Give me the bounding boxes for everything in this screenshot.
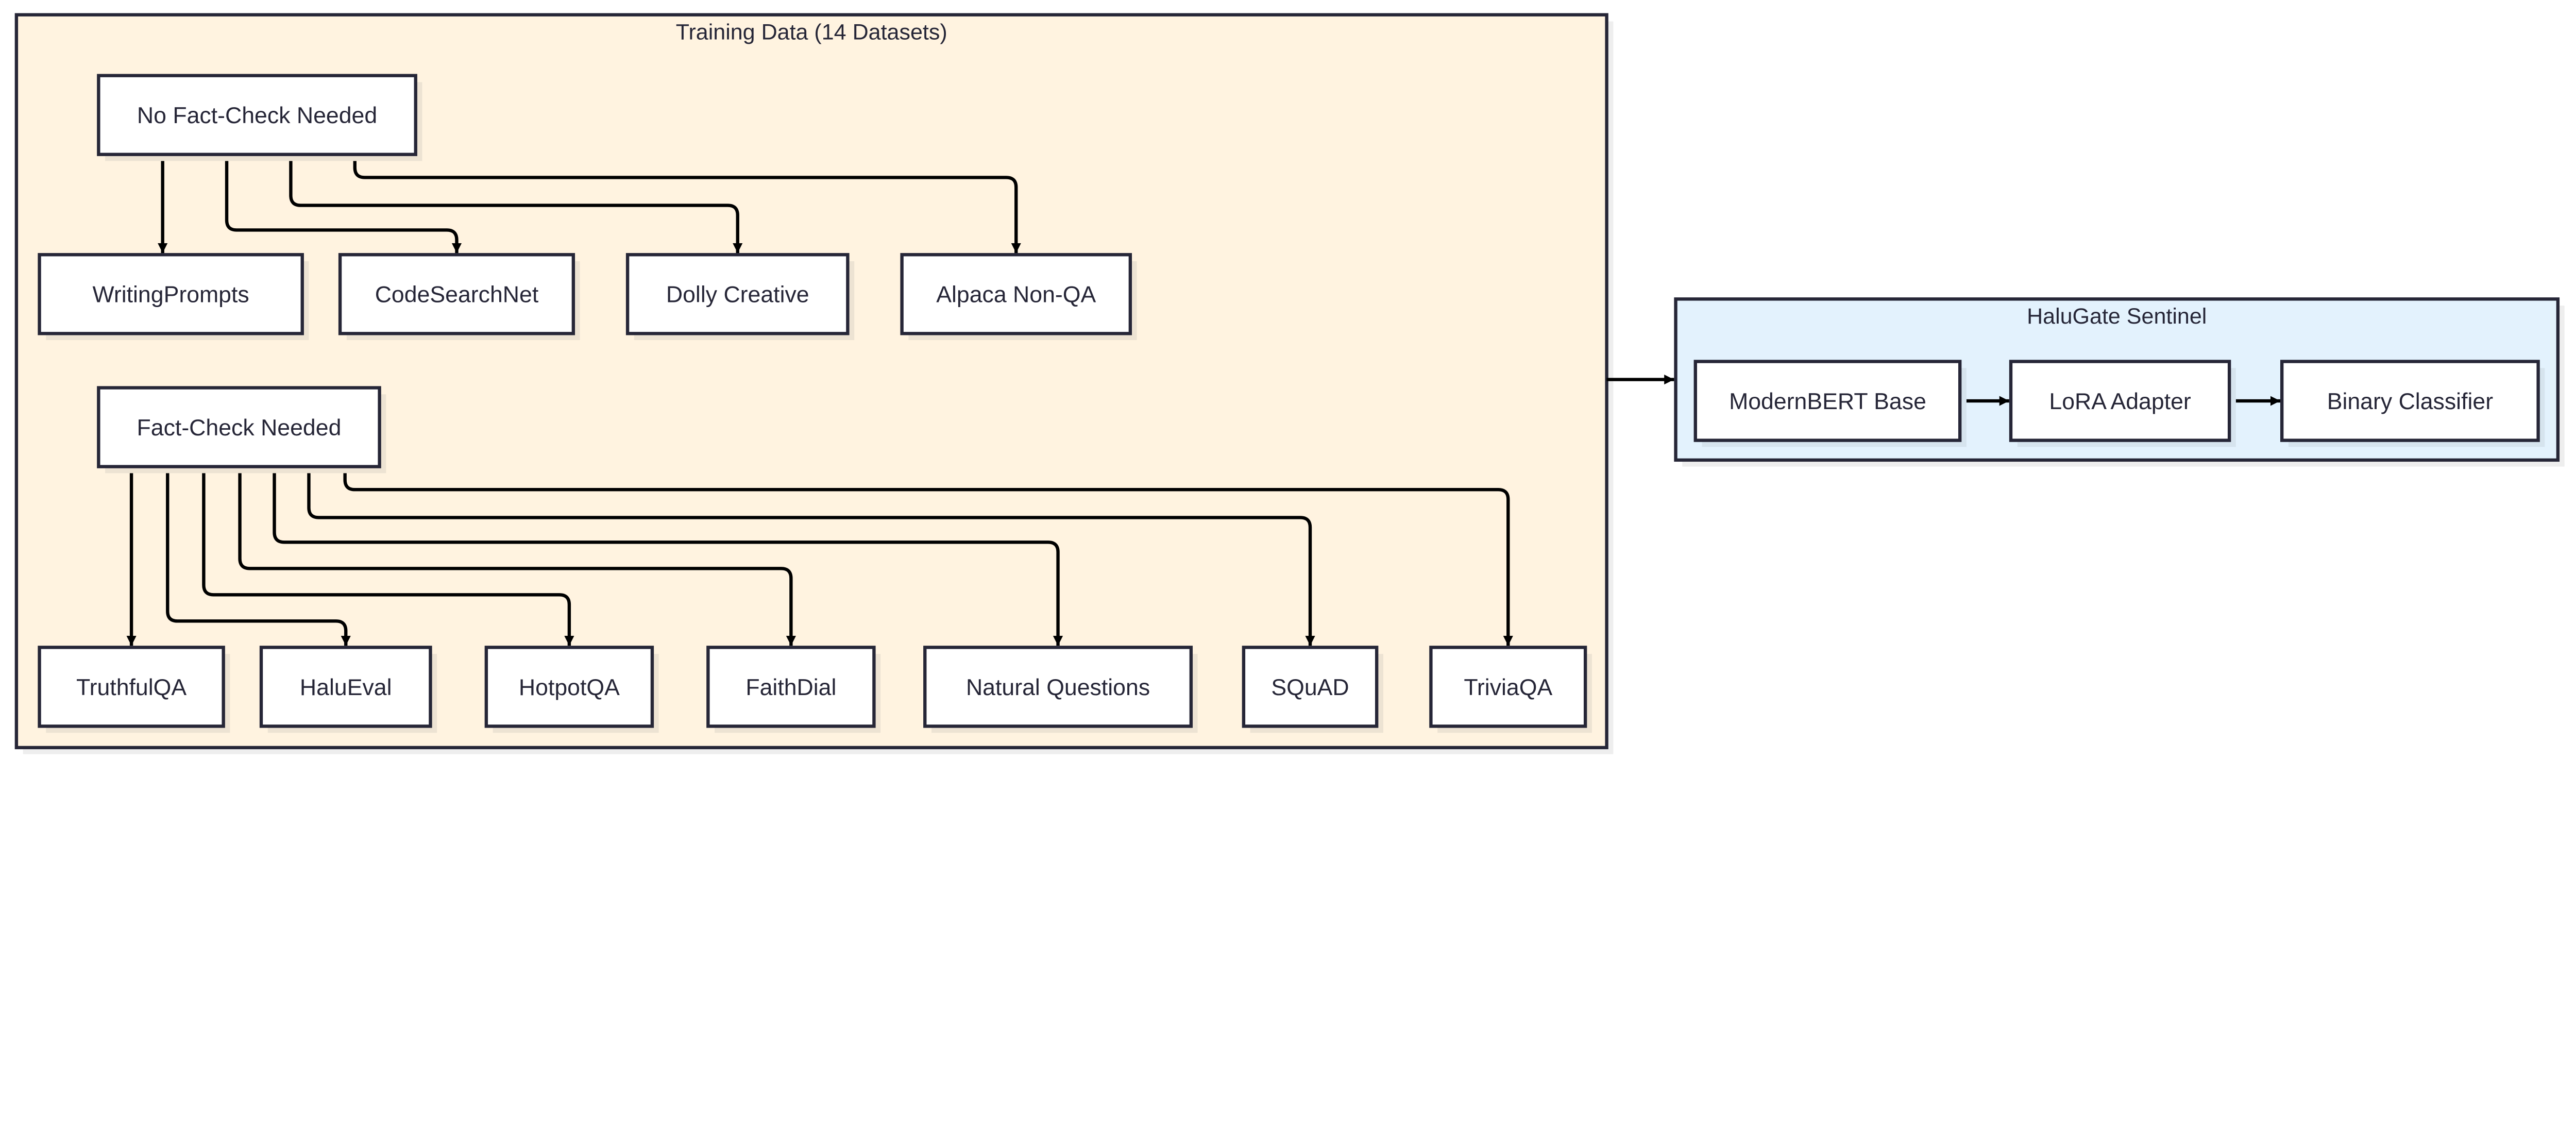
edge-nofc-to-csn (225, 154, 462, 254)
dataset-node-halu[interactable]: HaluEval (259, 646, 437, 733)
edge-fc-to-nq (273, 466, 1063, 646)
dataset-node-hotpot-label: HotpotQA (519, 675, 620, 700)
dataset-node-dolly-label: Dolly Creative (666, 282, 809, 308)
dataset-node-csn-label: CodeSearchNet (375, 282, 539, 308)
dataset-node-dolly[interactable]: Dolly Creative (625, 253, 855, 341)
edges-layer (126, 154, 2280, 646)
dataset-node-faith-box (706, 646, 876, 728)
edge-fc-to-faith (238, 466, 796, 646)
stage-node-bin[interactable]: Binary Classifier (2280, 360, 2545, 447)
edge-fc-to-halu (166, 466, 351, 646)
group-node-fc-box (97, 386, 381, 468)
stage-node-lora-label: LoRA Adapter (2049, 389, 2191, 414)
dataset-node-faith[interactable]: FaithDial (706, 646, 881, 733)
group-node-nofc-box (97, 74, 417, 156)
edge-fc-to-hotpot (202, 466, 574, 646)
group-node-nofc-label: No Fact-Check Needed (137, 103, 377, 128)
dataset-node-nq-label: Natural Questions (966, 675, 1150, 700)
dataset-node-nq-box (923, 646, 1193, 728)
dataset-node-hotpot-box (484, 646, 654, 728)
stage-node-mb-label: ModernBERT Base (1729, 389, 1926, 414)
stage-node-lora-box (2009, 360, 2231, 442)
stage-node-lora[interactable]: LoRA Adapter (2009, 360, 2236, 447)
dataset-node-squad-box (1242, 646, 1379, 728)
dataset-node-tqa-box (38, 646, 225, 728)
dataset-node-tqa-label: TruthfulQA (76, 675, 187, 700)
dataset-node-alpaca-box (900, 253, 1132, 335)
dataset-node-hotpot[interactable]: HotpotQA (484, 646, 659, 733)
dataset-node-tqa[interactable]: TruthfulQA (38, 646, 230, 733)
dataset-node-wp-box (38, 253, 304, 335)
group-node-fc-label: Fact-Check Needed (137, 415, 342, 441)
group-node-fc[interactable]: Fact-Check Needed (97, 386, 386, 474)
dataset-node-csn-box (338, 253, 575, 335)
stage-node-bin-box (2280, 360, 2540, 442)
training-data-cluster-title: Training Data (14 Datasets) (676, 20, 947, 45)
diagram: Training Data (14 Datasets) HaluGate Sent… (14, 13, 2565, 754)
dataset-node-csn[interactable]: CodeSearchNet (338, 253, 580, 341)
edge-fc-to-trivia (343, 466, 1513, 646)
dataset-node-alpaca[interactable]: Alpaca Non-QA (900, 253, 1137, 341)
dataset-node-wp-label: WritingPrompts (93, 282, 249, 308)
dataset-node-alpaca-label: Alpaca Non-QA (936, 282, 1096, 308)
stage-node-mb[interactable]: ModernBERT Base (1693, 360, 1967, 447)
dataset-node-dolly-box (625, 253, 850, 335)
dataset-node-trivia-box (1429, 646, 1587, 728)
dataset-node-halu-box (259, 646, 432, 728)
dataset-node-squad-label: SQuAD (1271, 675, 1349, 700)
dataset-node-halu-label: HaluEval (300, 675, 392, 700)
edge-nofc-to-alpaca (353, 154, 1021, 254)
dataset-node-trivia[interactable]: TriviaQA (1429, 646, 1592, 733)
edge-nofc-to-dolly (289, 154, 743, 254)
dataset-node-nq[interactable]: Natural Questions (923, 646, 1198, 733)
halugate-sentinel-cluster-title: HaluGate Sentinel (2027, 304, 2207, 329)
dataset-node-trivia-label: TriviaQA (1464, 675, 1552, 700)
group-node-nofc[interactable]: No Fact-Check Needed (97, 74, 422, 161)
dataset-node-wp[interactable]: WritingPrompts (38, 253, 309, 341)
dataset-node-squad[interactable]: SQuAD (1242, 646, 1383, 733)
dataset-node-faith-label: FaithDial (745, 675, 836, 700)
stage-node-mb-box (1693, 360, 1962, 442)
stage-node-bin-label: Binary Classifier (2327, 389, 2494, 414)
edge-fc-to-squad (307, 466, 1315, 646)
